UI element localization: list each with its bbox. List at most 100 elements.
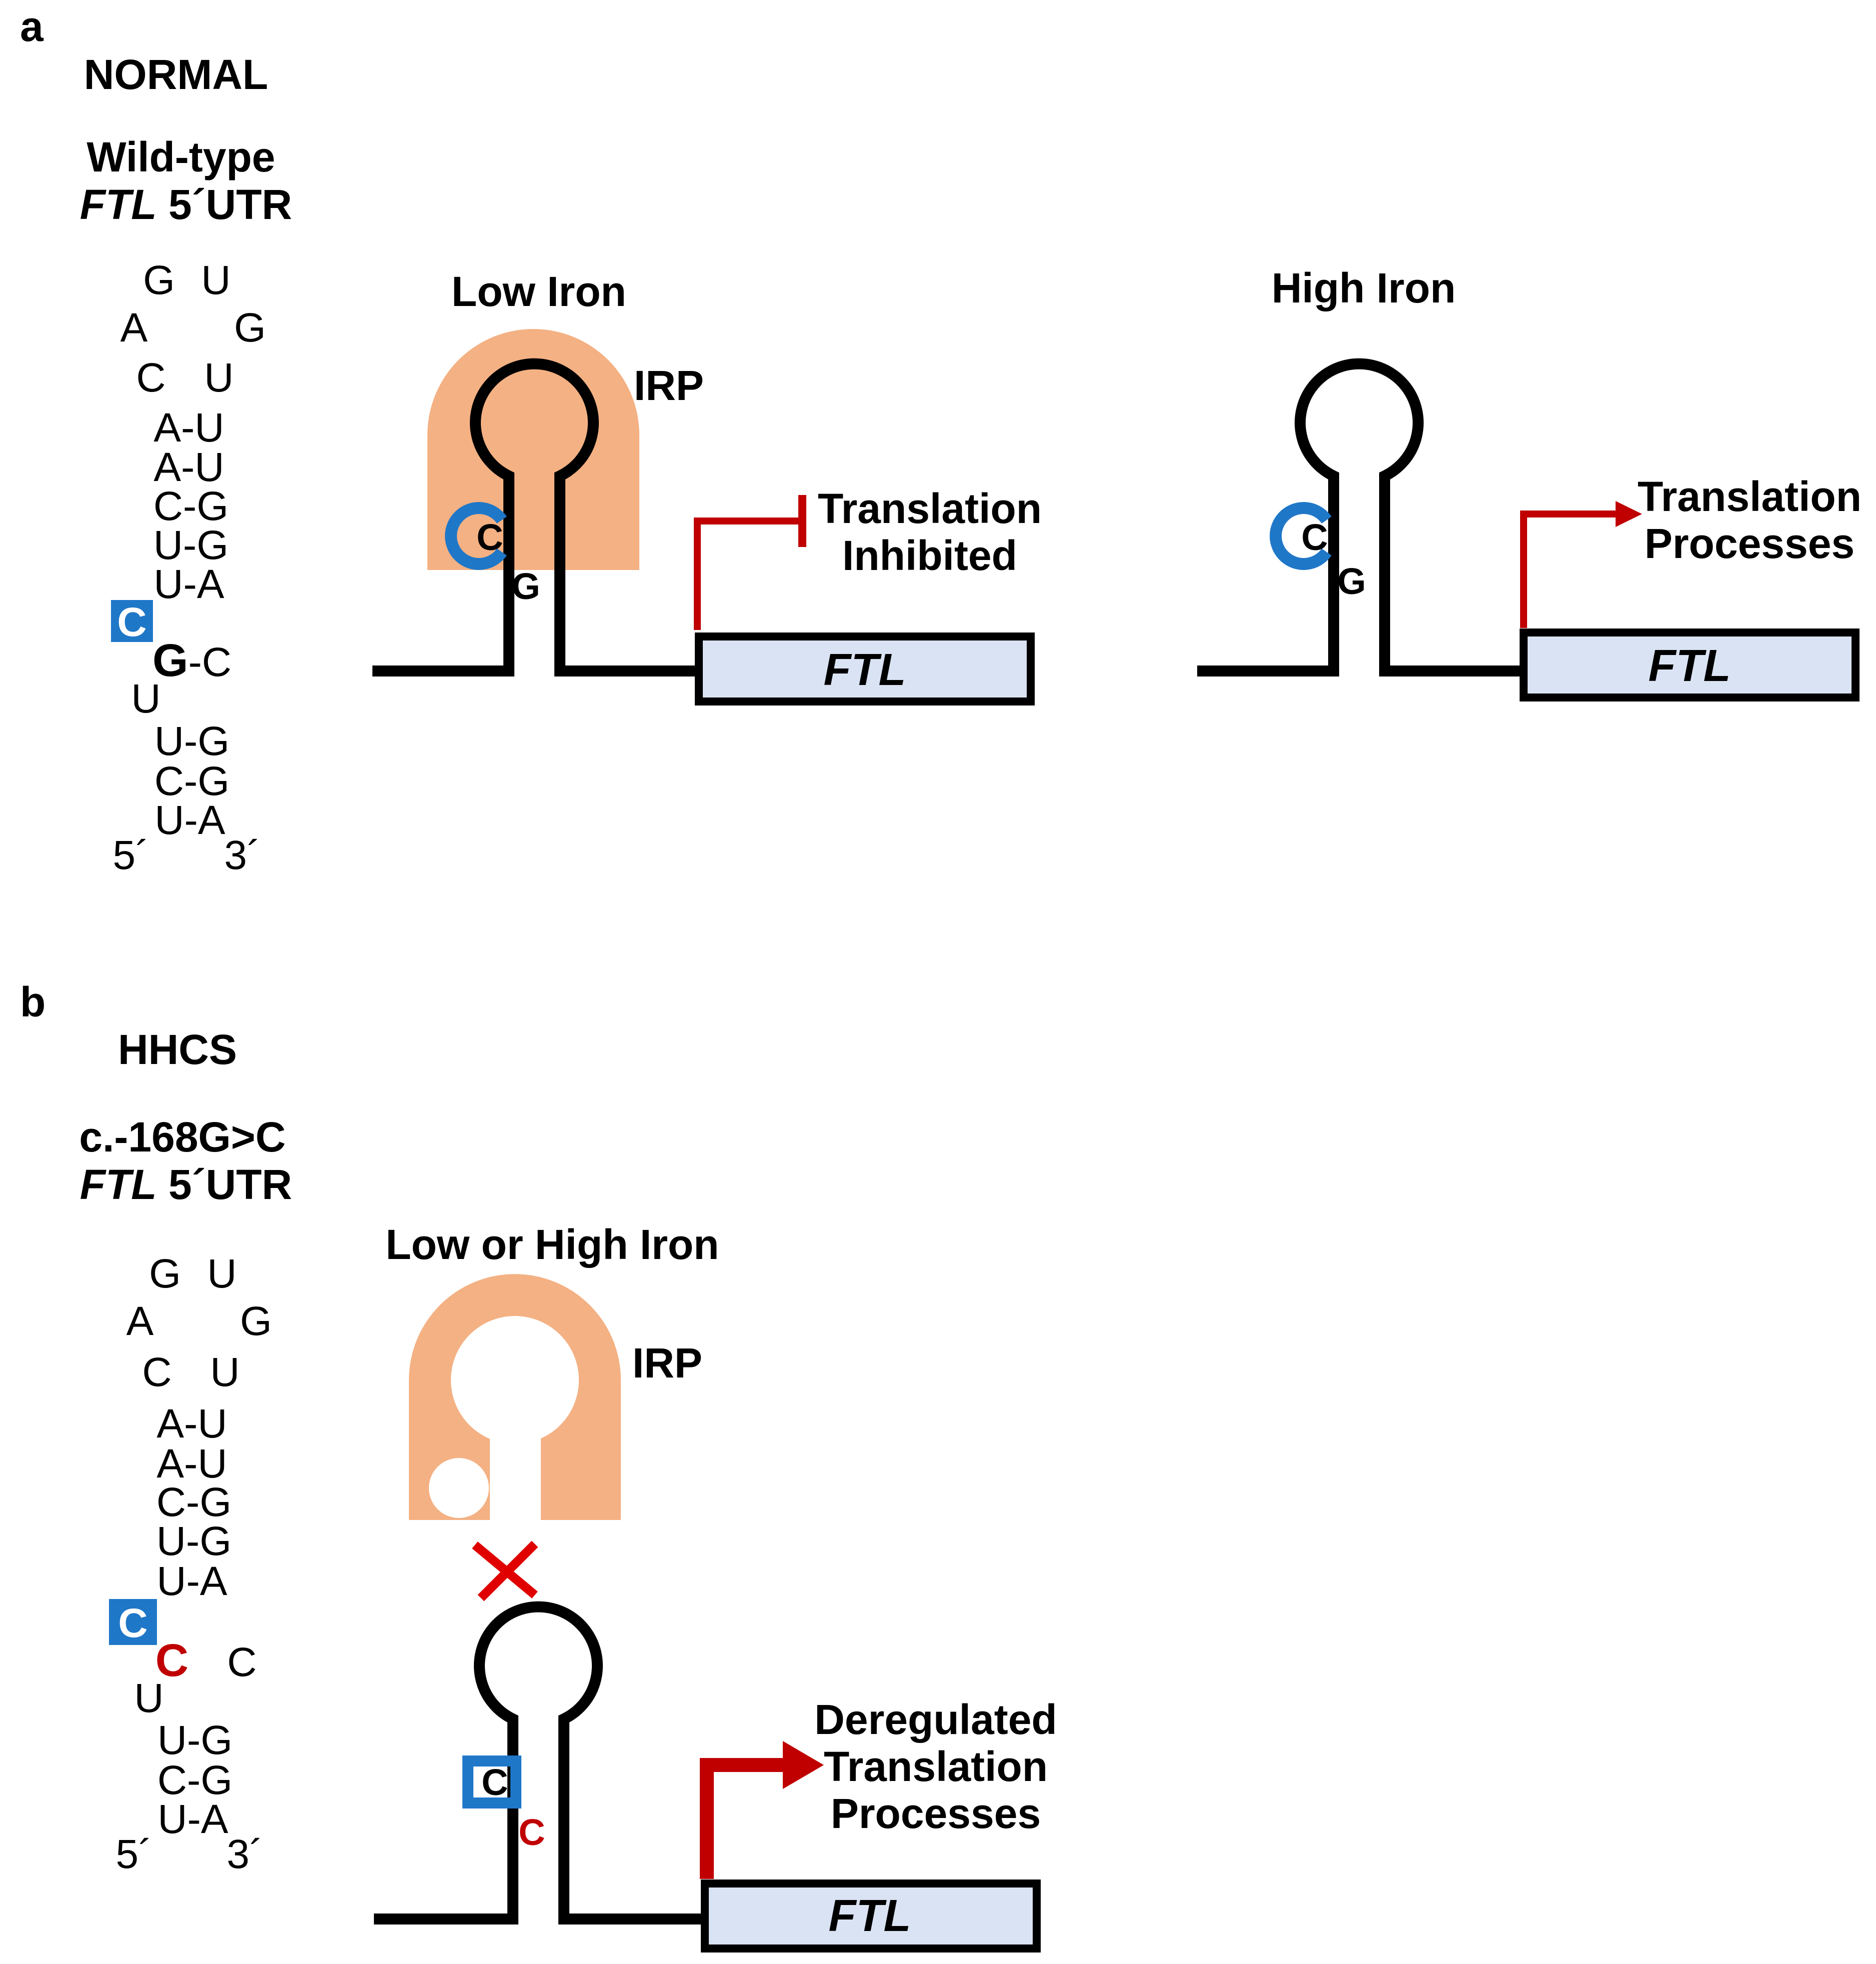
opposite-c: C bbox=[227, 1640, 256, 1685]
bulge-u: U bbox=[134, 1676, 163, 1721]
low-iron-schematic: Low Iron IRP C G Translation Inhibited F… bbox=[372, 268, 1042, 706]
base-pair: C-G bbox=[156, 1480, 231, 1525]
base-pair: A-U bbox=[156, 1401, 227, 1446]
result-line2: Inhibited bbox=[842, 532, 1017, 579]
bulge-c: C bbox=[481, 1762, 508, 1803]
gc-pair-rest: -C bbox=[188, 640, 232, 685]
mrna-stem-loop bbox=[374, 1601, 705, 1924]
panel-a-subtitle-gene: FTL bbox=[80, 181, 157, 228]
loop-base: U bbox=[210, 1350, 239, 1395]
wildtype-ire-sequence: G U A G C U A-U A-U C-G U-G U-A C G-C U … bbox=[111, 258, 266, 878]
c-bulge-highlight bbox=[1270, 502, 1332, 570]
irp-binding-pocket bbox=[490, 1420, 541, 1521]
panel-b-subtitle-rest: 5´UTR bbox=[157, 1161, 292, 1208]
result-line2: Translation bbox=[824, 1743, 1048, 1790]
base-pair: A-U bbox=[153, 444, 224, 490]
bulge-c: C bbox=[117, 600, 146, 645]
loop-base: G bbox=[143, 258, 175, 303]
panel-a-letter: a bbox=[20, 3, 44, 50]
irp-label: IRP bbox=[634, 362, 704, 409]
panel-b-subtitle-gene: FTL bbox=[80, 1161, 157, 1208]
base-pair: U-A bbox=[153, 562, 224, 607]
loop-base: G bbox=[240, 1298, 272, 1344]
base-pair: U-G bbox=[156, 1518, 231, 1564]
ftl-gene-label: FTL bbox=[829, 1891, 911, 1941]
panel-b-letter: b bbox=[20, 978, 45, 1026]
loop-base: A bbox=[120, 305, 148, 350]
loop-base: A bbox=[126, 1298, 154, 1344]
mutant-ire-sequence: G U A G C U A-U A-U C-G U-G U-A C C C U … bbox=[109, 1251, 272, 1877]
three-prime-end: 3´ bbox=[224, 832, 261, 878]
base-pair: U-G bbox=[157, 1718, 232, 1763]
opposite-g: G bbox=[511, 566, 540, 607]
loop-base: C bbox=[142, 1350, 171, 1395]
bulge-u: U bbox=[131, 676, 160, 722]
panel-a: a NORMAL Wild-type FTL 5´UTR G U A G C U… bbox=[20, 3, 1862, 878]
ftl-gene-box bbox=[695, 632, 1035, 706]
panel-a-subtitle-line2: FTL 5´UTR bbox=[80, 181, 292, 228]
gc-pair: G-C bbox=[152, 635, 231, 686]
irp-binding-pocket bbox=[429, 1458, 489, 1518]
panel-a-subtitle-rest: 5´UTR bbox=[157, 181, 292, 228]
loop-base: U bbox=[204, 355, 233, 400]
result-line1: Translation bbox=[818, 485, 1042, 532]
panel-b: b HHCS c.-168G>C FTL 5´UTR G U A G C U A… bbox=[20, 978, 1057, 1952]
ftl-gene-label: FTL bbox=[824, 645, 906, 695]
loop-base: C bbox=[136, 355, 165, 400]
loop-base: U bbox=[207, 1251, 236, 1296]
base-pair: U-G bbox=[153, 522, 228, 568]
five-prime-end: 5´ bbox=[113, 832, 149, 878]
inhibition-arrow bbox=[694, 518, 802, 630]
ftl-gene-box bbox=[1520, 628, 1860, 702]
translation-arrow bbox=[1520, 510, 1616, 628]
bulge-c: C bbox=[118, 1600, 147, 1646]
result-line1: Translation bbox=[1638, 473, 1862, 520]
high-iron-label: High Iron bbox=[1272, 264, 1456, 312]
ftl-gene-box bbox=[701, 1880, 1041, 1952]
mrna-stem-loop bbox=[372, 358, 697, 676]
mrna-stem-loop bbox=[1197, 358, 1522, 676]
three-prime-end: 3´ bbox=[227, 1832, 263, 1877]
iron-condition-label: Low or High Iron bbox=[385, 1221, 719, 1268]
bulge-c-highlight bbox=[109, 1599, 157, 1645]
loop-base: G bbox=[234, 305, 266, 350]
base-pair: A-U bbox=[153, 405, 224, 450]
mutant-c: C bbox=[518, 1812, 545, 1853]
c-bulge-highlight bbox=[462, 1756, 521, 1808]
bulge-c-highlight bbox=[111, 600, 153, 642]
high-iron-schematic: High Iron C G Translation Processes FTL bbox=[1197, 264, 1862, 702]
bulge-c: C bbox=[476, 516, 503, 558]
base-pair: A-U bbox=[156, 1441, 227, 1486]
deregulated-arrow bbox=[700, 1758, 790, 1879]
no-binding-cross-icon bbox=[472, 1540, 538, 1602]
gc-pair-g: G bbox=[152, 635, 188, 686]
base-pair: U-G bbox=[154, 718, 229, 764]
panel-b-subtitle-line2: FTL 5´UTR bbox=[80, 1161, 292, 1208]
base-pair: U-A bbox=[156, 1558, 227, 1604]
base-pair: U-A bbox=[157, 1796, 228, 1842]
low-iron-label: Low Iron bbox=[451, 268, 626, 315]
deregulated-arrowhead bbox=[783, 1741, 824, 1789]
five-prime-end: 5´ bbox=[116, 1832, 152, 1877]
mutant-schematic: Low or High Iron IRP C C Deregulated Tra… bbox=[374, 1221, 1057, 1952]
c-bulge-highlight bbox=[445, 502, 507, 570]
loop-base: G bbox=[149, 1251, 181, 1296]
base-pair: U-A bbox=[154, 798, 225, 843]
translation-arrowhead bbox=[1616, 501, 1642, 527]
base-pair: C-G bbox=[157, 1758, 232, 1803]
base-pair: C-G bbox=[153, 484, 228, 529]
bulge-c: C bbox=[1301, 516, 1328, 558]
panel-b-subtitle-line1: c.-168G>C bbox=[79, 1114, 285, 1160]
opposite-g: G bbox=[1337, 560, 1366, 602]
result-line3: Processes bbox=[831, 1790, 1041, 1837]
panel-b-title: HHCS bbox=[118, 1026, 237, 1073]
ftl-gene-label: FTL bbox=[1649, 641, 1731, 691]
irp-binding-pocket bbox=[451, 1316, 579, 1444]
irp-label: IRP bbox=[632, 1340, 702, 1386]
panel-a-subtitle-line1: Wild-type bbox=[86, 134, 275, 180]
base-pair: C-G bbox=[154, 758, 229, 804]
mutant-c: C bbox=[155, 1635, 188, 1686]
result-line1: Deregulated bbox=[814, 1696, 1057, 1743]
panel-a-title: NORMAL bbox=[84, 51, 268, 98]
